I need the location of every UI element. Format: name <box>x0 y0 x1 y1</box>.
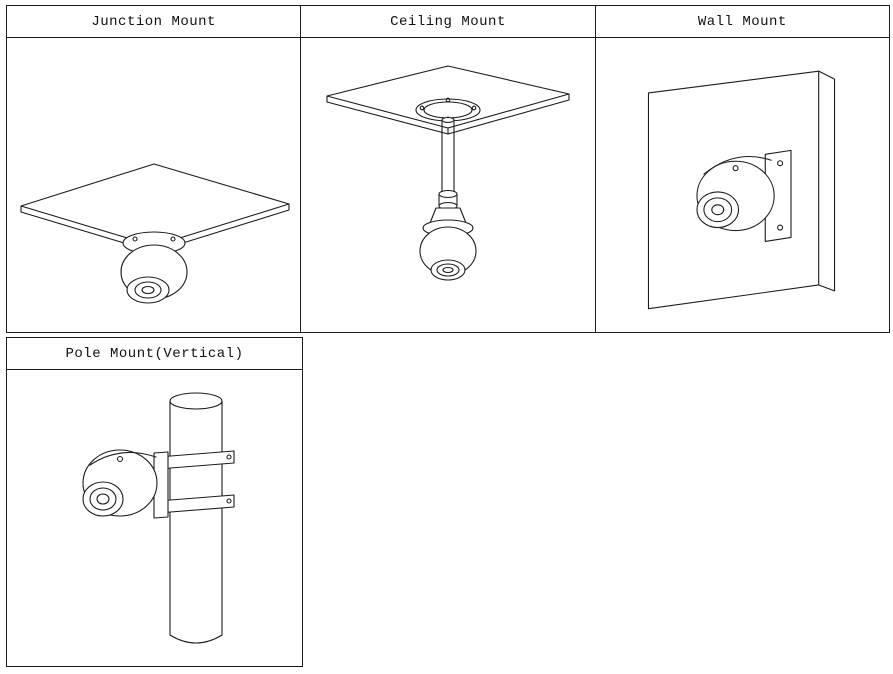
mount-header-row: Pole Mount(Vertical) <box>6 337 303 370</box>
junction-mount-cell <box>5 37 302 333</box>
wall-mount-cell <box>594 37 891 333</box>
wall-mount-diagram <box>647 70 835 310</box>
mount-table-bottom: Pole Mount(Vertical) <box>6 337 303 667</box>
mount-label-wall: Wall Mount <box>594 5 891 38</box>
ceiling-mount-cell <box>300 37 596 333</box>
pole-mount-diagram <box>81 392 235 644</box>
mount-header-row: Junction Mount Ceiling Mount Wall Mount <box>5 5 891 38</box>
mount-label-pole: Pole Mount(Vertical) <box>6 337 303 370</box>
mount-figure-row <box>6 369 303 667</box>
mount-label-junction: Junction Mount <box>5 5 302 38</box>
junction-mount-diagram <box>20 163 290 304</box>
mount-figure-row <box>5 37 891 333</box>
mount-table-top: Junction Mount Ceiling Mount Wall Mount <box>5 5 891 333</box>
mount-label-ceiling: Ceiling Mount <box>300 5 596 38</box>
ceiling-mount-diagram <box>326 65 570 281</box>
pole-mount-cell <box>6 369 303 667</box>
